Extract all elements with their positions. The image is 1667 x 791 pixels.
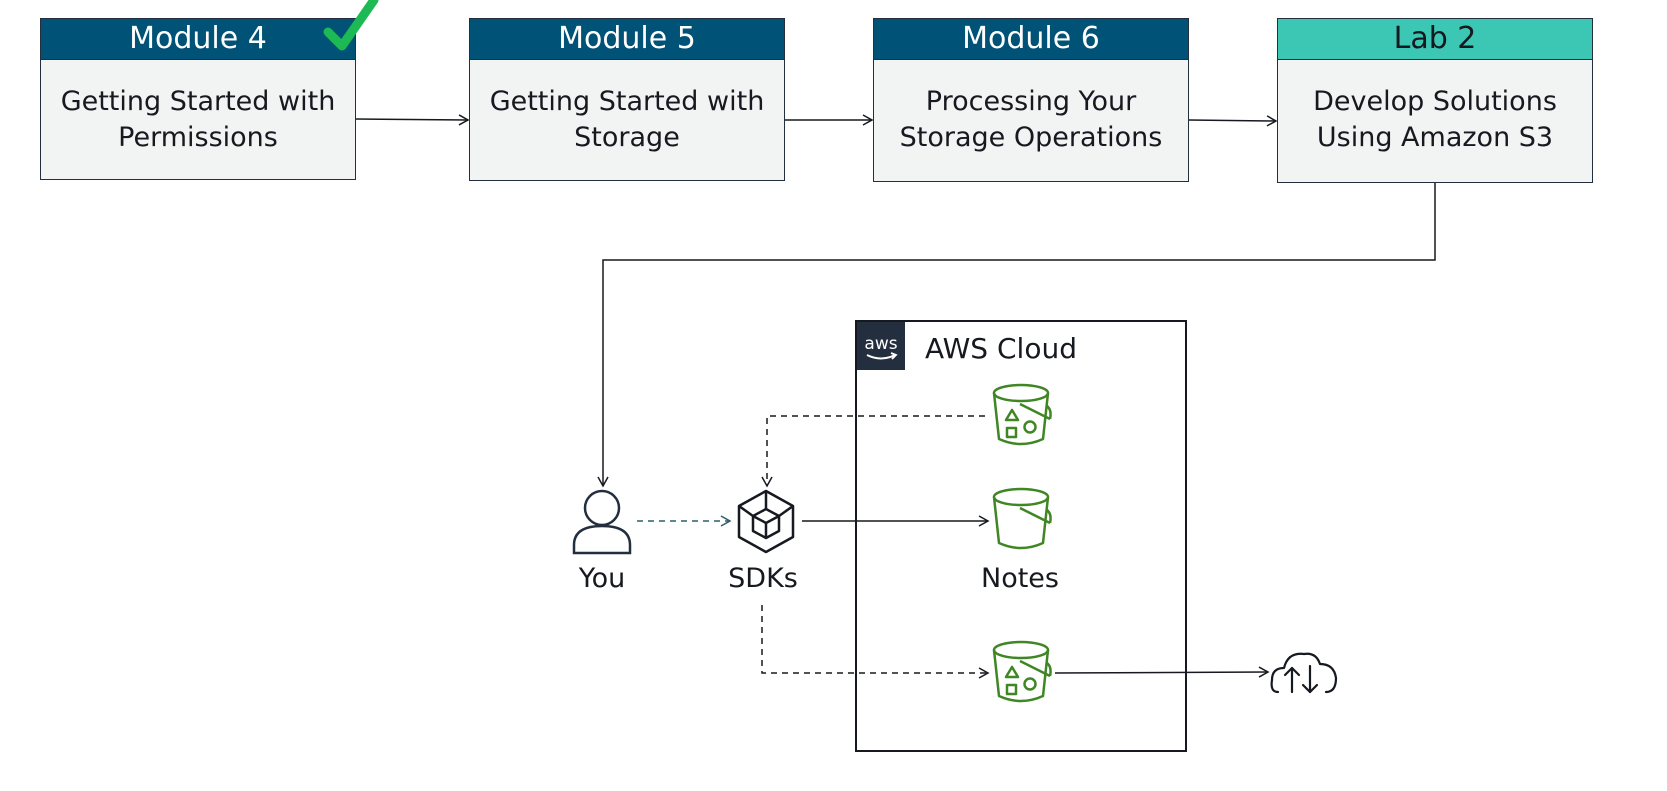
module-title-line2: Storage [574, 122, 680, 153]
module-title-line2: Permissions [118, 122, 278, 153]
module-title-line1: Processing Your [925, 86, 1137, 117]
check-icon [323, 0, 379, 51]
s3-bucket-icon [992, 640, 1052, 703]
lab-header: Lab 2 [1278, 19, 1592, 60]
module-title-line2: Storage Operations [899, 122, 1163, 153]
you-label: You [578, 563, 626, 594]
connector-lab-to-you [597, 183, 1436, 488]
sdk-cube-icon [737, 489, 795, 554]
lab-title-line2: Using Amazon S3 [1316, 122, 1554, 153]
user-icon [572, 489, 632, 555]
lab-title-line1: Develop Solutions [1313, 86, 1557, 117]
aws-cloud-title: AWS Cloud [925, 332, 1077, 365]
aws-cloud-group: aws AWS Cloud [855, 320, 1187, 752]
cloud-upload-download-icon [1270, 652, 1338, 694]
arrow-bucket-to-cloud [1054, 666, 1270, 678]
module-header: Module 4 [41, 19, 355, 60]
sdks-label: SDKs [728, 563, 798, 594]
module-header: Module 5 [470, 19, 784, 60]
module-title-line1: Getting Started with [60, 86, 336, 117]
s3-bucket-icon [992, 487, 1052, 550]
arrow-module4-to-module5 [355, 114, 470, 126]
notes-label: Notes [981, 563, 1059, 594]
aws-logo-text: aws [864, 334, 897, 354]
arrow-sdks-to-bucket [761, 605, 990, 679]
s3-bucket-icon [992, 383, 1052, 446]
module-title-line1: Getting Started with [489, 86, 765, 117]
aws-logo: aws [857, 322, 905, 370]
arrow-bucket-to-sdks [761, 415, 985, 488]
module-header: Module 6 [874, 19, 1188, 60]
arrow-module6-to-lab2 [1188, 115, 1278, 127]
